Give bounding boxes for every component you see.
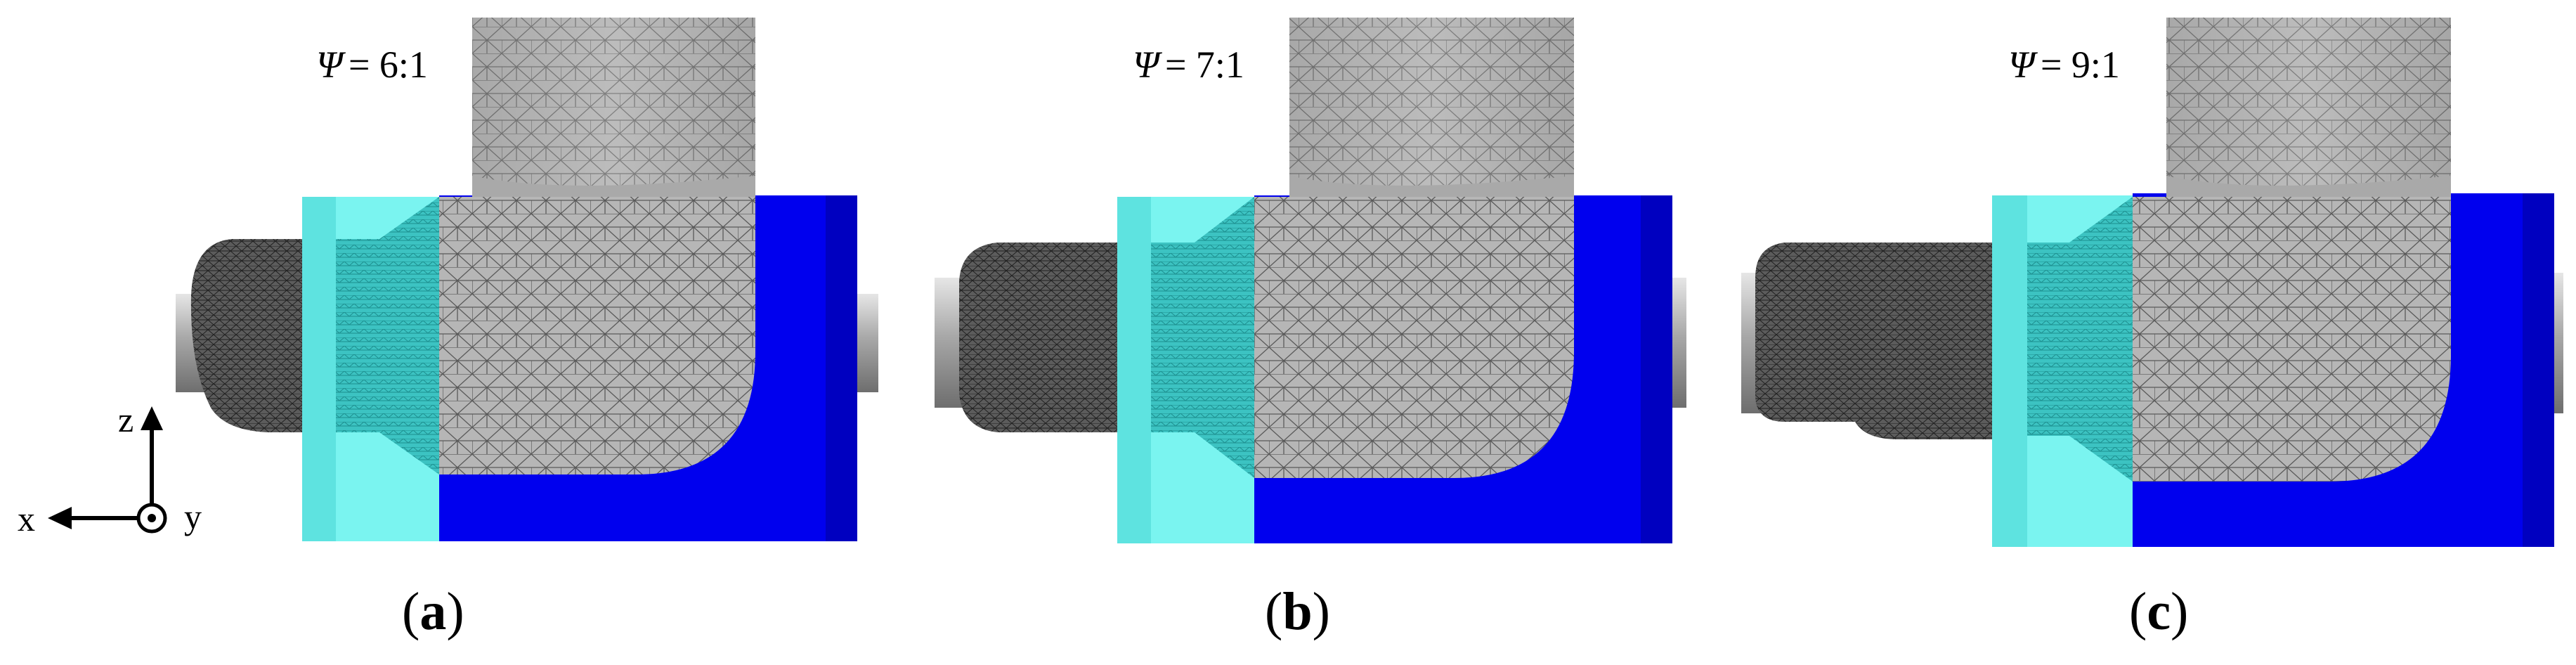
die-cone xyxy=(1151,197,1254,478)
panel-b: Ψ= 7:1 (b) xyxy=(935,18,1686,641)
x-arrowhead-icon xyxy=(48,507,72,529)
z-axis-label: z xyxy=(118,400,134,439)
billet xyxy=(190,239,302,432)
ratio-label-b: Ψ= 7:1 xyxy=(1133,44,1244,86)
ratio-label-c: Ψ= 9:1 xyxy=(2008,44,2120,86)
z-arrowhead-icon xyxy=(141,406,163,430)
caption-b: (b) xyxy=(1265,582,1330,641)
coordinate-axes: z x y xyxy=(18,400,202,538)
caption-a: (a) xyxy=(402,582,464,641)
billet xyxy=(1755,243,1996,439)
mesh-elbow xyxy=(1254,197,1574,478)
x-axis-label: x xyxy=(18,499,35,538)
die-cone xyxy=(2027,197,2133,482)
mesh-elbow xyxy=(439,197,755,474)
caption-c: (c) xyxy=(2129,582,2188,641)
ratio-label-a: Ψ= 6:1 xyxy=(316,44,428,86)
die-cone xyxy=(336,197,439,474)
panel-c: Ψ= 9:1 (c) xyxy=(1741,18,2563,641)
panel-a: Ψ= 6:1 (a) xyxy=(176,18,878,641)
billet xyxy=(959,243,1117,432)
y-axis-label: y xyxy=(184,497,202,536)
mesh-elbow xyxy=(2133,197,2451,482)
